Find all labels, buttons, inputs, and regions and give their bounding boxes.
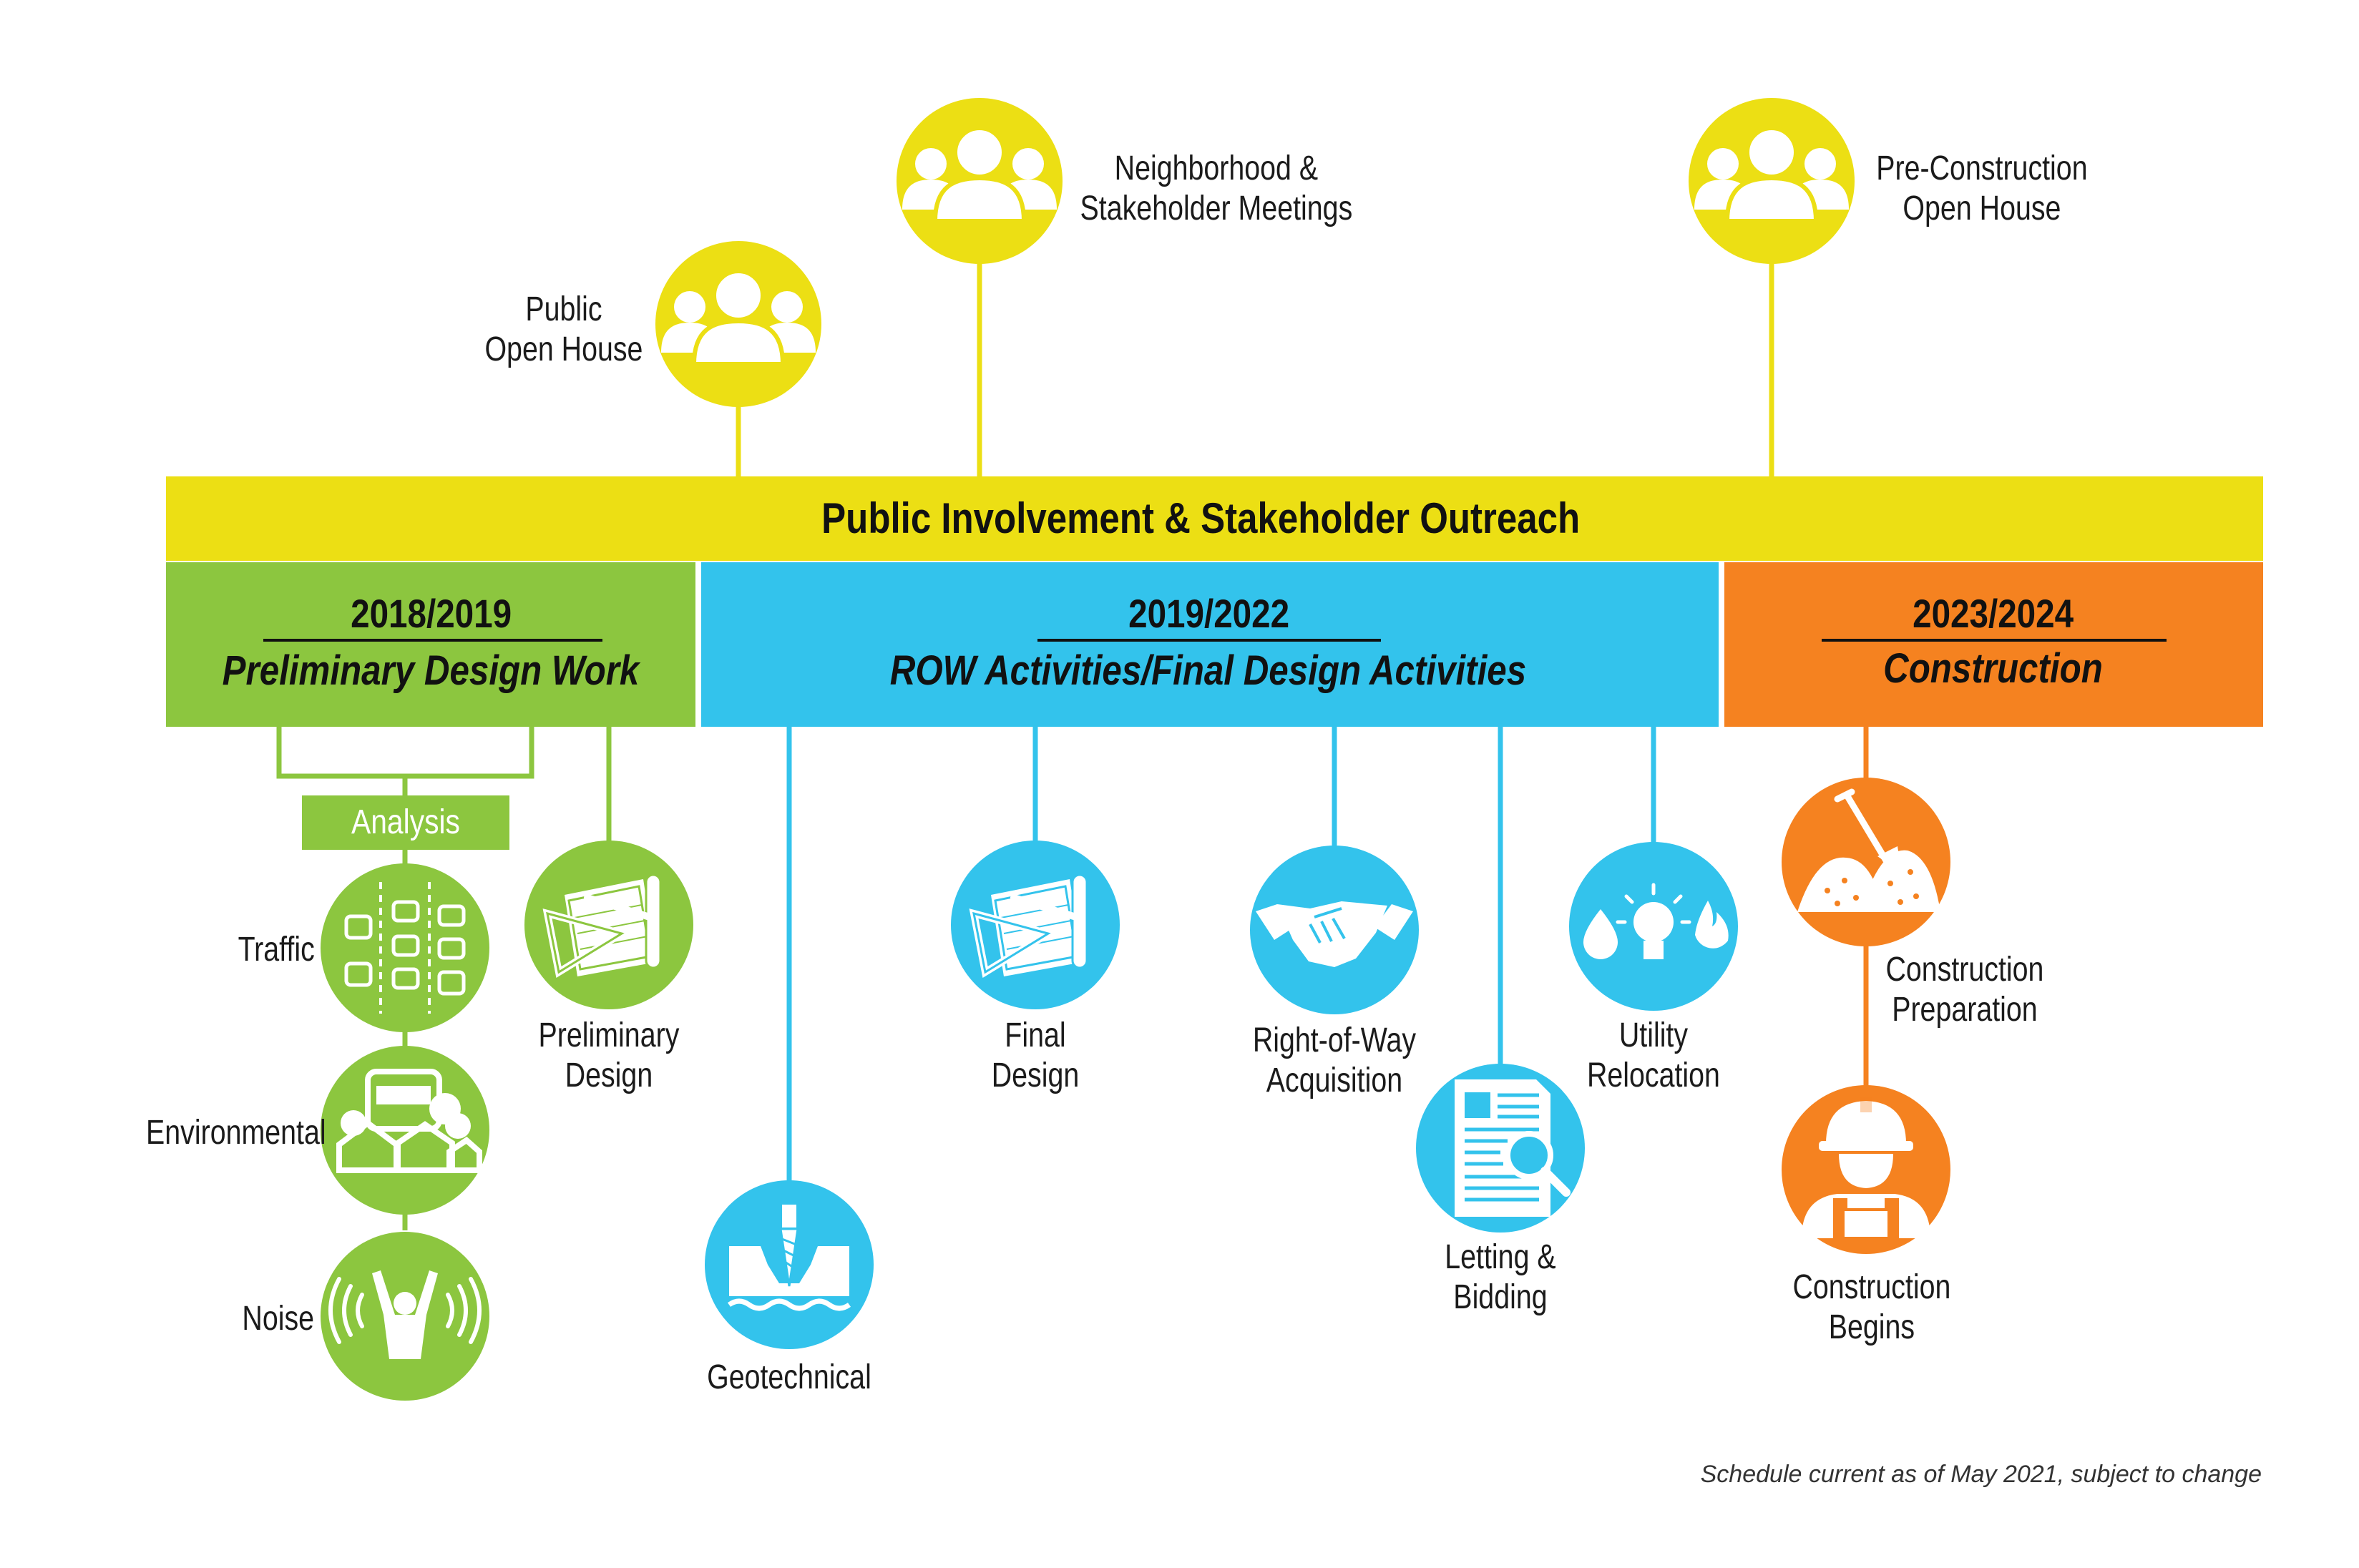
event-neighborhood-meetings-label: Neighborhood & Stakeholder Meetings xyxy=(1080,150,1353,227)
traffic-icon xyxy=(321,863,489,1032)
analysis-label: Analysis xyxy=(351,803,460,841)
people-group-icon xyxy=(897,98,1063,264)
environmental-icon xyxy=(321,1046,489,1215)
row-connectors xyxy=(786,725,1656,1191)
phase-rule-row xyxy=(1037,639,1381,642)
phase-title-row: ROW Activities/Final Design Activities xyxy=(889,647,1527,694)
milestone-utility-relocation-label: Utility Relocation xyxy=(1586,1016,1720,1094)
phase-band-construction xyxy=(1724,562,2263,727)
people-group-icon xyxy=(655,241,821,407)
schedule-footnote: Schedule current as of May 2021, subject… xyxy=(1700,1461,2262,1488)
drill-icon xyxy=(705,1180,874,1349)
phase-band-preliminary xyxy=(166,562,695,727)
milestone-construction-preparation-label: Construction Preparation xyxy=(1885,951,2044,1029)
phase-rule-construction xyxy=(1822,639,2167,642)
handshake-icon xyxy=(1250,846,1419,1014)
blueprint-icon xyxy=(951,841,1120,1009)
milestone-letting-bidding-label: Letting & Bidding xyxy=(1445,1238,1556,1316)
milestone-construction-begins-label: Construction Begins xyxy=(1792,1268,1951,1346)
phase-years-row: 2019/2022 xyxy=(1128,591,1290,636)
phase-years-construction: 2023/2024 xyxy=(1913,591,2074,636)
blueprint-icon xyxy=(524,841,693,1009)
milestone-row-acquisition-label: Right-of-Way Acquisition xyxy=(1252,1021,1417,1099)
utilities-icon xyxy=(1569,842,1738,1011)
phase-title-construction: Construction xyxy=(1883,645,2103,692)
outreach-band xyxy=(166,476,2263,561)
outreach-connectors xyxy=(736,258,1774,479)
event-pre-construction-label: Pre-Construction Open House xyxy=(1876,150,2088,227)
analysis-environmental-label: Environmental xyxy=(146,1114,326,1152)
analysis-traffic-label: Traffic xyxy=(238,931,315,969)
outreach-banner-title: Public Involvement & Stakeholder Outreac… xyxy=(821,494,1581,542)
document-search-icon xyxy=(1416,1064,1585,1233)
milestone-preliminary-design-label: Preliminary Design xyxy=(538,1016,680,1094)
shovel-dirt-icon xyxy=(1782,778,1950,946)
milestone-final-design-label: Final Design xyxy=(991,1016,1080,1094)
event-public-open-house-label: Public Open House xyxy=(484,290,643,368)
phase-band-row xyxy=(701,562,1719,727)
analysis-box xyxy=(302,795,509,850)
analysis-noise-label: Noise xyxy=(242,1300,315,1338)
phase-title-preliminary: Preliminary Design Work xyxy=(222,647,640,694)
phase-years-preliminary: 2018/2019 xyxy=(351,591,512,636)
worker-icon xyxy=(1782,1085,1950,1254)
phase-rule-preliminary xyxy=(263,639,602,642)
people-group-icon xyxy=(1689,98,1855,264)
milestone-geotechnical-label: Geotechnical xyxy=(707,1358,871,1396)
noise-icon xyxy=(321,1232,489,1401)
